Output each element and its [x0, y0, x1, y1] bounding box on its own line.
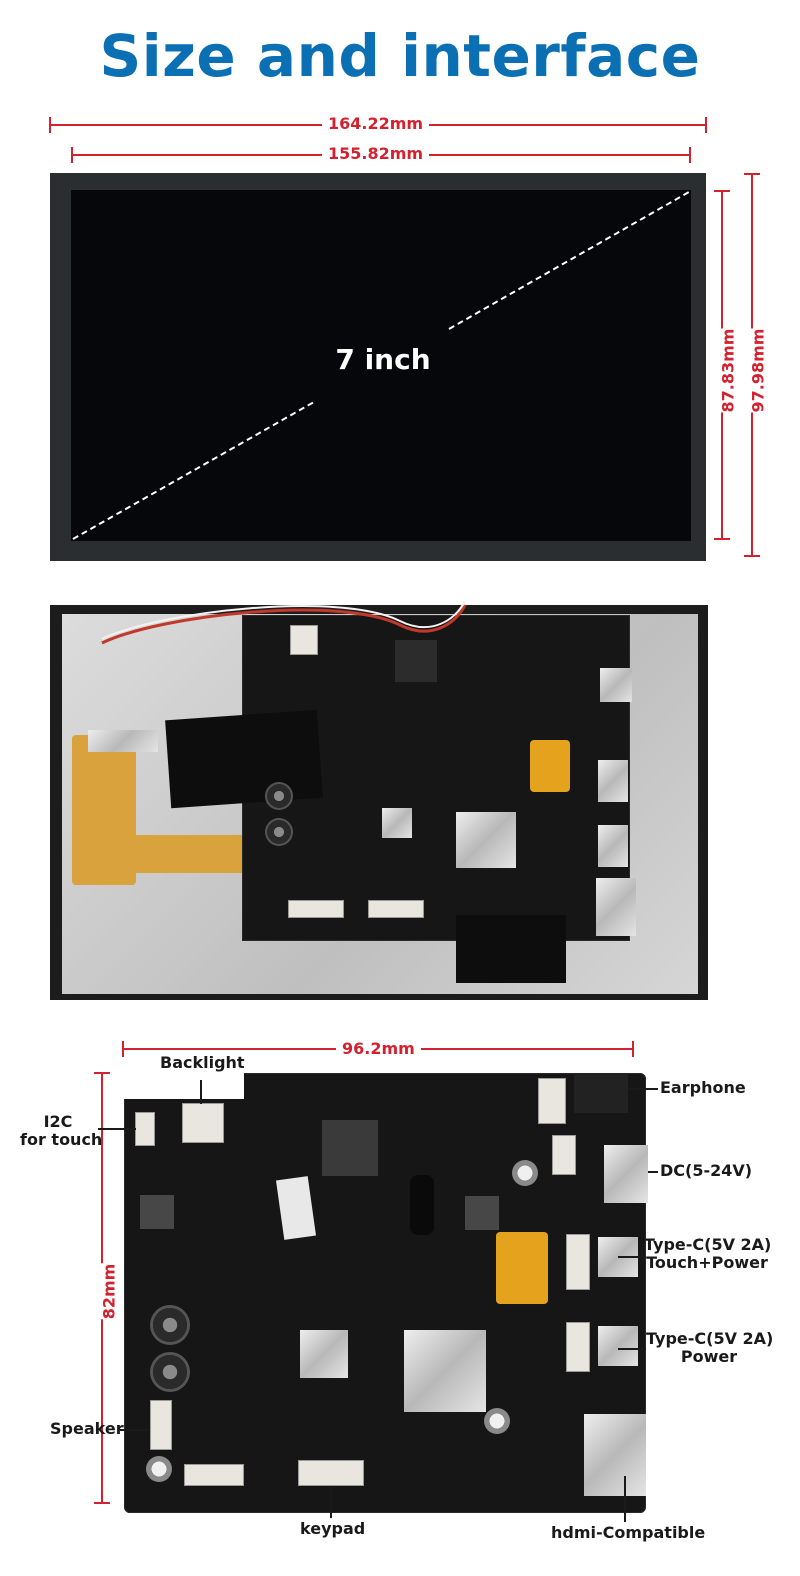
backlight-connector: [182, 1103, 224, 1143]
i2c-touch-connector: [135, 1112, 155, 1146]
keypad-label: keypad: [300, 1519, 366, 1538]
main-heatsink: [404, 1330, 486, 1412]
heatsink: [456, 812, 516, 868]
wire: [101, 600, 467, 645]
hdmi-port: [584, 1414, 646, 1496]
type-c-1-line1: Type-C(5V 2A): [644, 1235, 772, 1254]
hdmi-label: hdmi-Compatible: [551, 1523, 706, 1542]
type-c-1-line2: Touch+Power: [646, 1253, 768, 1272]
dc-jack: [604, 1145, 648, 1203]
keypad-connector: [298, 1460, 364, 1486]
i2c-label: I2C for touch: [20, 1112, 103, 1149]
fpc-ribbon: [72, 735, 136, 885]
active-width-label: 155.82mm: [322, 144, 430, 163]
screen-diagonal: [72, 191, 690, 540]
type-c-2-line2: Power: [680, 1347, 738, 1366]
outer-width-label: 164.22mm: [322, 114, 430, 133]
screen-display: [71, 190, 691, 541]
speaker-connector: [150, 1400, 172, 1450]
inductor: [322, 1120, 378, 1176]
earphone-label: Earphone: [660, 1078, 746, 1097]
type-c-2-line1: Type-C(5V 2A): [646, 1329, 774, 1348]
outer-height-label: 97.98mm: [742, 328, 774, 413]
i2c-label-line1: I2C: [43, 1112, 73, 1131]
dc-label: DC(5-24V): [660, 1161, 753, 1180]
active-height-label: 87.83mm: [712, 328, 744, 413]
board-height-label: 82mm: [93, 1263, 125, 1320]
i2c-label-line2: for touch: [20, 1130, 103, 1149]
type-c-power-port: [598, 1326, 638, 1366]
small-heatsink: [300, 1330, 348, 1378]
board-width-label: 96.2mm: [336, 1039, 421, 1058]
backlight-label: Backlight: [160, 1053, 245, 1072]
earphone-jack: [574, 1073, 628, 1113]
type-c-power-label: Type-C(5V 2A) Power: [646, 1329, 774, 1366]
board-fuse: [496, 1232, 548, 1304]
insulation-tape: [165, 709, 323, 809]
speaker-label: Speaker: [50, 1419, 124, 1438]
hdmi-port-back: [596, 878, 636, 936]
fuse: [530, 740, 570, 792]
type-c-touch-power-label: Type-C(5V 2A) Touch+Power: [644, 1235, 772, 1272]
page-title: Size and interface: [99, 22, 701, 90]
screen-size-label: 7 inch: [335, 343, 431, 376]
